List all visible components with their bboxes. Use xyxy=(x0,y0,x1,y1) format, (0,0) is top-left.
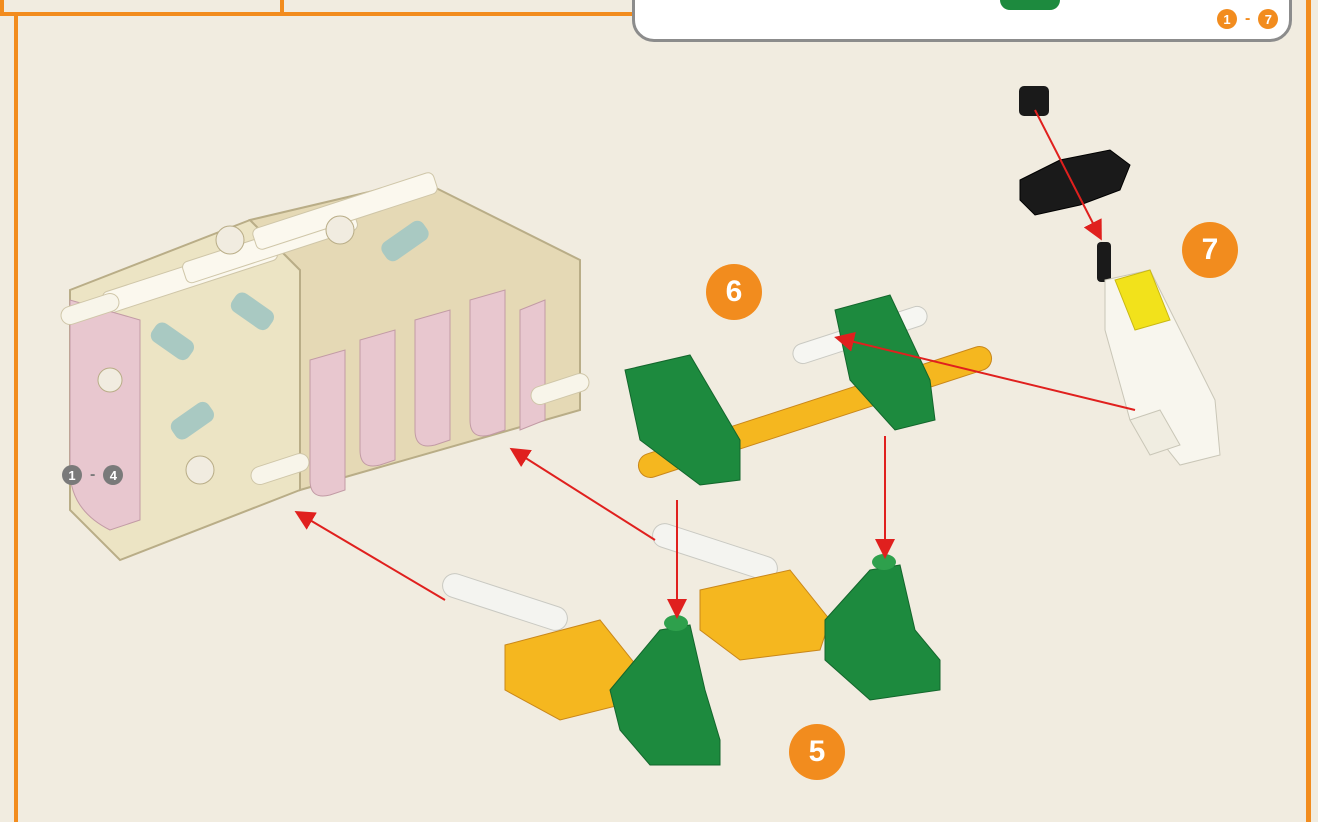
step-5-badge: 5 xyxy=(789,724,845,780)
step-7-badge: 7 xyxy=(1182,222,1238,278)
prior-end-circle: 4 xyxy=(103,465,123,485)
step-7-parts xyxy=(1019,86,1220,465)
step-5-parts xyxy=(439,521,940,765)
prior-assembly xyxy=(59,171,592,560)
prior-separator: - xyxy=(90,466,95,484)
prior-steps-badge: 1 - 4 xyxy=(62,465,123,485)
frame-right-border xyxy=(1306,0,1311,822)
prior-start-circle: 1 xyxy=(62,465,82,485)
step-6-parts xyxy=(625,295,995,485)
step-6-badge: 6 xyxy=(706,264,762,320)
